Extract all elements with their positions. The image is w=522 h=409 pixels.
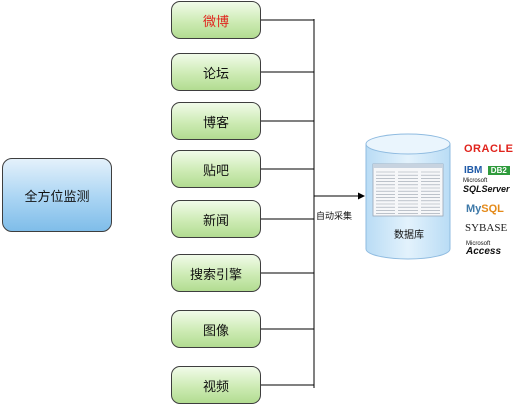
source-box: 微博 (171, 1, 261, 39)
mysql-logo: MySQL (466, 203, 504, 215)
source-box: 搜索引擎 (171, 254, 261, 292)
source-label: 视频 (202, 379, 229, 395)
oracle-logo: ORACLE (464, 143, 514, 155)
source-box: 博客 (171, 102, 261, 140)
sybase-logo: SYBASE (465, 222, 508, 234)
source-box: 论坛 (171, 53, 261, 91)
source-label: 博客 (202, 115, 229, 131)
source-label: 论坛 (202, 66, 229, 82)
source-label: 新闻 (202, 213, 229, 229)
sqlserver-logo: Microsoft SQLServer (463, 178, 510, 194)
source-box: 图像 (171, 310, 261, 348)
source-label: 图像 (202, 323, 229, 339)
source-box: 新闻 (171, 200, 261, 238)
connector-label: 自动采集 (316, 212, 353, 222)
source-label: 搜索引擎 (189, 267, 242, 283)
source-box: 贴吧 (171, 150, 261, 188)
ibm-db2-logo: IBM DB2 (464, 160, 510, 178)
access-logo: Microsoft Access (466, 241, 502, 257)
source-connector-lines (261, 19, 314, 386)
database-cylinder (365, 133, 451, 260)
hub-comprehensive-monitoring: 全方位监测 (2, 158, 112, 232)
hub-label: 全方位监测 (24, 189, 90, 205)
database-label: 数据库 (394, 230, 424, 241)
source-label: 微博 (202, 14, 229, 30)
source-label: 贴吧 (202, 163, 229, 179)
source-box: 视频 (171, 366, 261, 404)
